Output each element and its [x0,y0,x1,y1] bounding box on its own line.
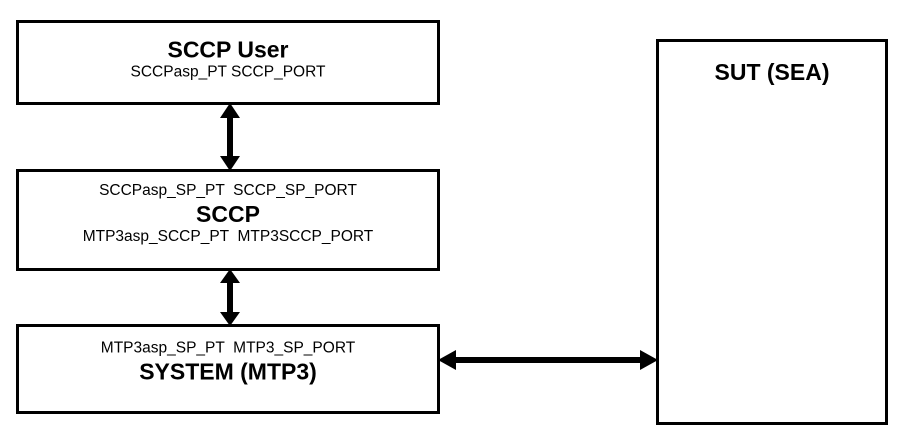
node-sut-sea-content: SUT (SEA) [659,59,885,86]
connector-system-mtp3-to-sut-sea [438,342,658,378]
double-arrow-vertical-icon [220,103,240,171]
node-sccp[interactable]: SCCPasp_SP_PT SCCP_SP_PORT SCCP MTP3asp_… [16,169,440,271]
node-system-mtp3-content: MTP3asp_SP_PT MTP3_SP_PORT SYSTEM (MTP3) [19,340,437,385]
node-sccp-user-title: SCCP User [167,36,289,63]
node-sut-sea-title: SUT (SEA) [714,59,830,85]
node-sccp-user-content: SCCP User SCCPasp_PT SCCP_PORT [19,37,437,82]
node-system-mtp3-title: SYSTEM (MTP3) [139,357,317,384]
node-sccp-upper-ports: SCCPasp_SP_PT SCCP_SP_PORT [99,182,357,200]
node-sccp-title: SCCP [196,200,260,227]
node-sccp-lower-ports: MTP3asp_SCCP_PT MTP3SCCP_PORT [82,227,374,245]
node-sut-sea[interactable]: SUT (SEA) [656,39,888,425]
node-sccp-user[interactable]: SCCP User SCCPasp_PT SCCP_PORT [16,20,440,105]
double-arrow-vertical-icon [220,269,240,326]
node-system-mtp3-ports: MTP3asp_SP_PT MTP3_SP_PORT [100,339,356,357]
connector-sccp-user-to-sccp [212,103,248,171]
node-sccp-content: SCCPasp_SP_PT SCCP_SP_PORT SCCP MTP3asp_… [19,182,437,246]
node-sccp-user-ports: SCCPasp_PT SCCP_PORT [130,63,326,81]
double-arrow-horizontal-icon [438,350,658,370]
node-system-mtp3[interactable]: MTP3asp_SP_PT MTP3_SP_PORT SYSTEM (MTP3) [16,324,440,414]
connector-sccp-to-system-mtp3 [212,269,248,326]
